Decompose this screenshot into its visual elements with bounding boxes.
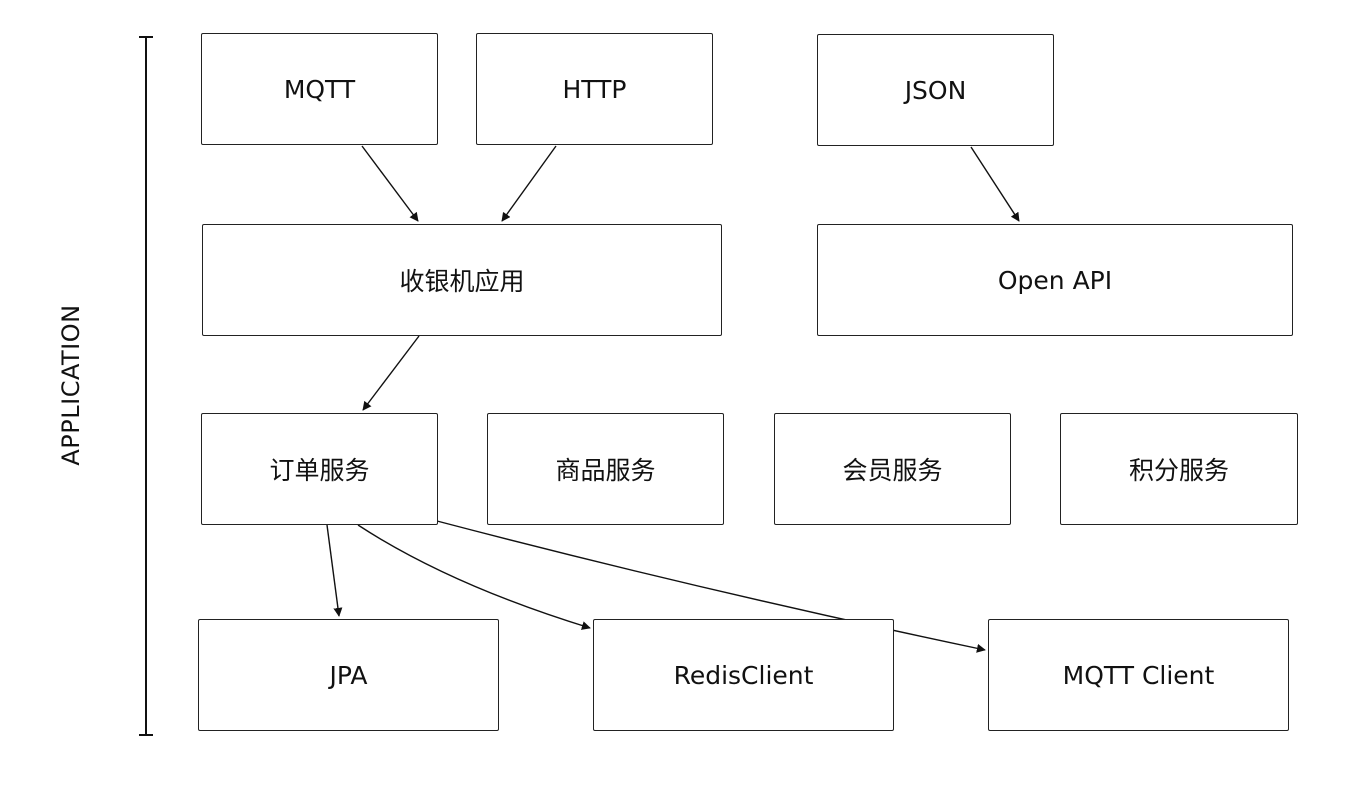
edge-http-to-cashier <box>501 145 557 222</box>
edge-order-to-redis <box>357 524 591 630</box>
mqtt-node: MQTT <box>201 33 438 145</box>
jpa-label: JPA <box>329 660 368 690</box>
json-node-label: JSON <box>904 75 967 105</box>
edge-json-to-openapi <box>970 146 1020 222</box>
mqtt-node-label: MQTT <box>283 74 356 104</box>
edge-cashier-to-order <box>362 335 420 411</box>
open-api-label: Open API <box>997 265 1113 295</box>
edge-order-to-jpa <box>326 524 343 617</box>
member-service-node: 会员服务 <box>774 413 1011 525</box>
redis-client-node: RedisClient <box>593 619 894 731</box>
open-api-node: Open API <box>817 224 1293 336</box>
edge-mqtt-to-cashier <box>361 145 419 222</box>
http-node: HTTP <box>476 33 713 145</box>
redis-client-label: RedisClient <box>673 660 814 690</box>
http-node-label: HTTP <box>562 74 627 104</box>
product-service-label: 商品服务 <box>555 456 656 485</box>
mqtt-client-node: MQTT Client <box>988 619 1289 731</box>
order-service-node: 订单服务 <box>201 413 438 525</box>
member-service-label: 会员服务 <box>842 456 943 485</box>
product-service-node: 商品服务 <box>487 413 724 525</box>
layer-label: APPLICATION <box>57 304 85 466</box>
points-service-label: 积分服务 <box>1128 456 1229 485</box>
jpa-node: JPA <box>198 619 499 731</box>
edge-order-to-mqtt-client <box>436 520 986 653</box>
cashier-app-label: 收银机应用 <box>399 267 525 296</box>
layer-bracket <box>139 36 153 736</box>
cashier-app-node: 收银机应用 <box>202 224 722 336</box>
order-service-label: 订单服务 <box>269 456 370 485</box>
json-node: JSON <box>817 34 1054 146</box>
points-service-node: 积分服务 <box>1060 413 1298 525</box>
mqtt-client-label: MQTT Client <box>1062 660 1215 690</box>
